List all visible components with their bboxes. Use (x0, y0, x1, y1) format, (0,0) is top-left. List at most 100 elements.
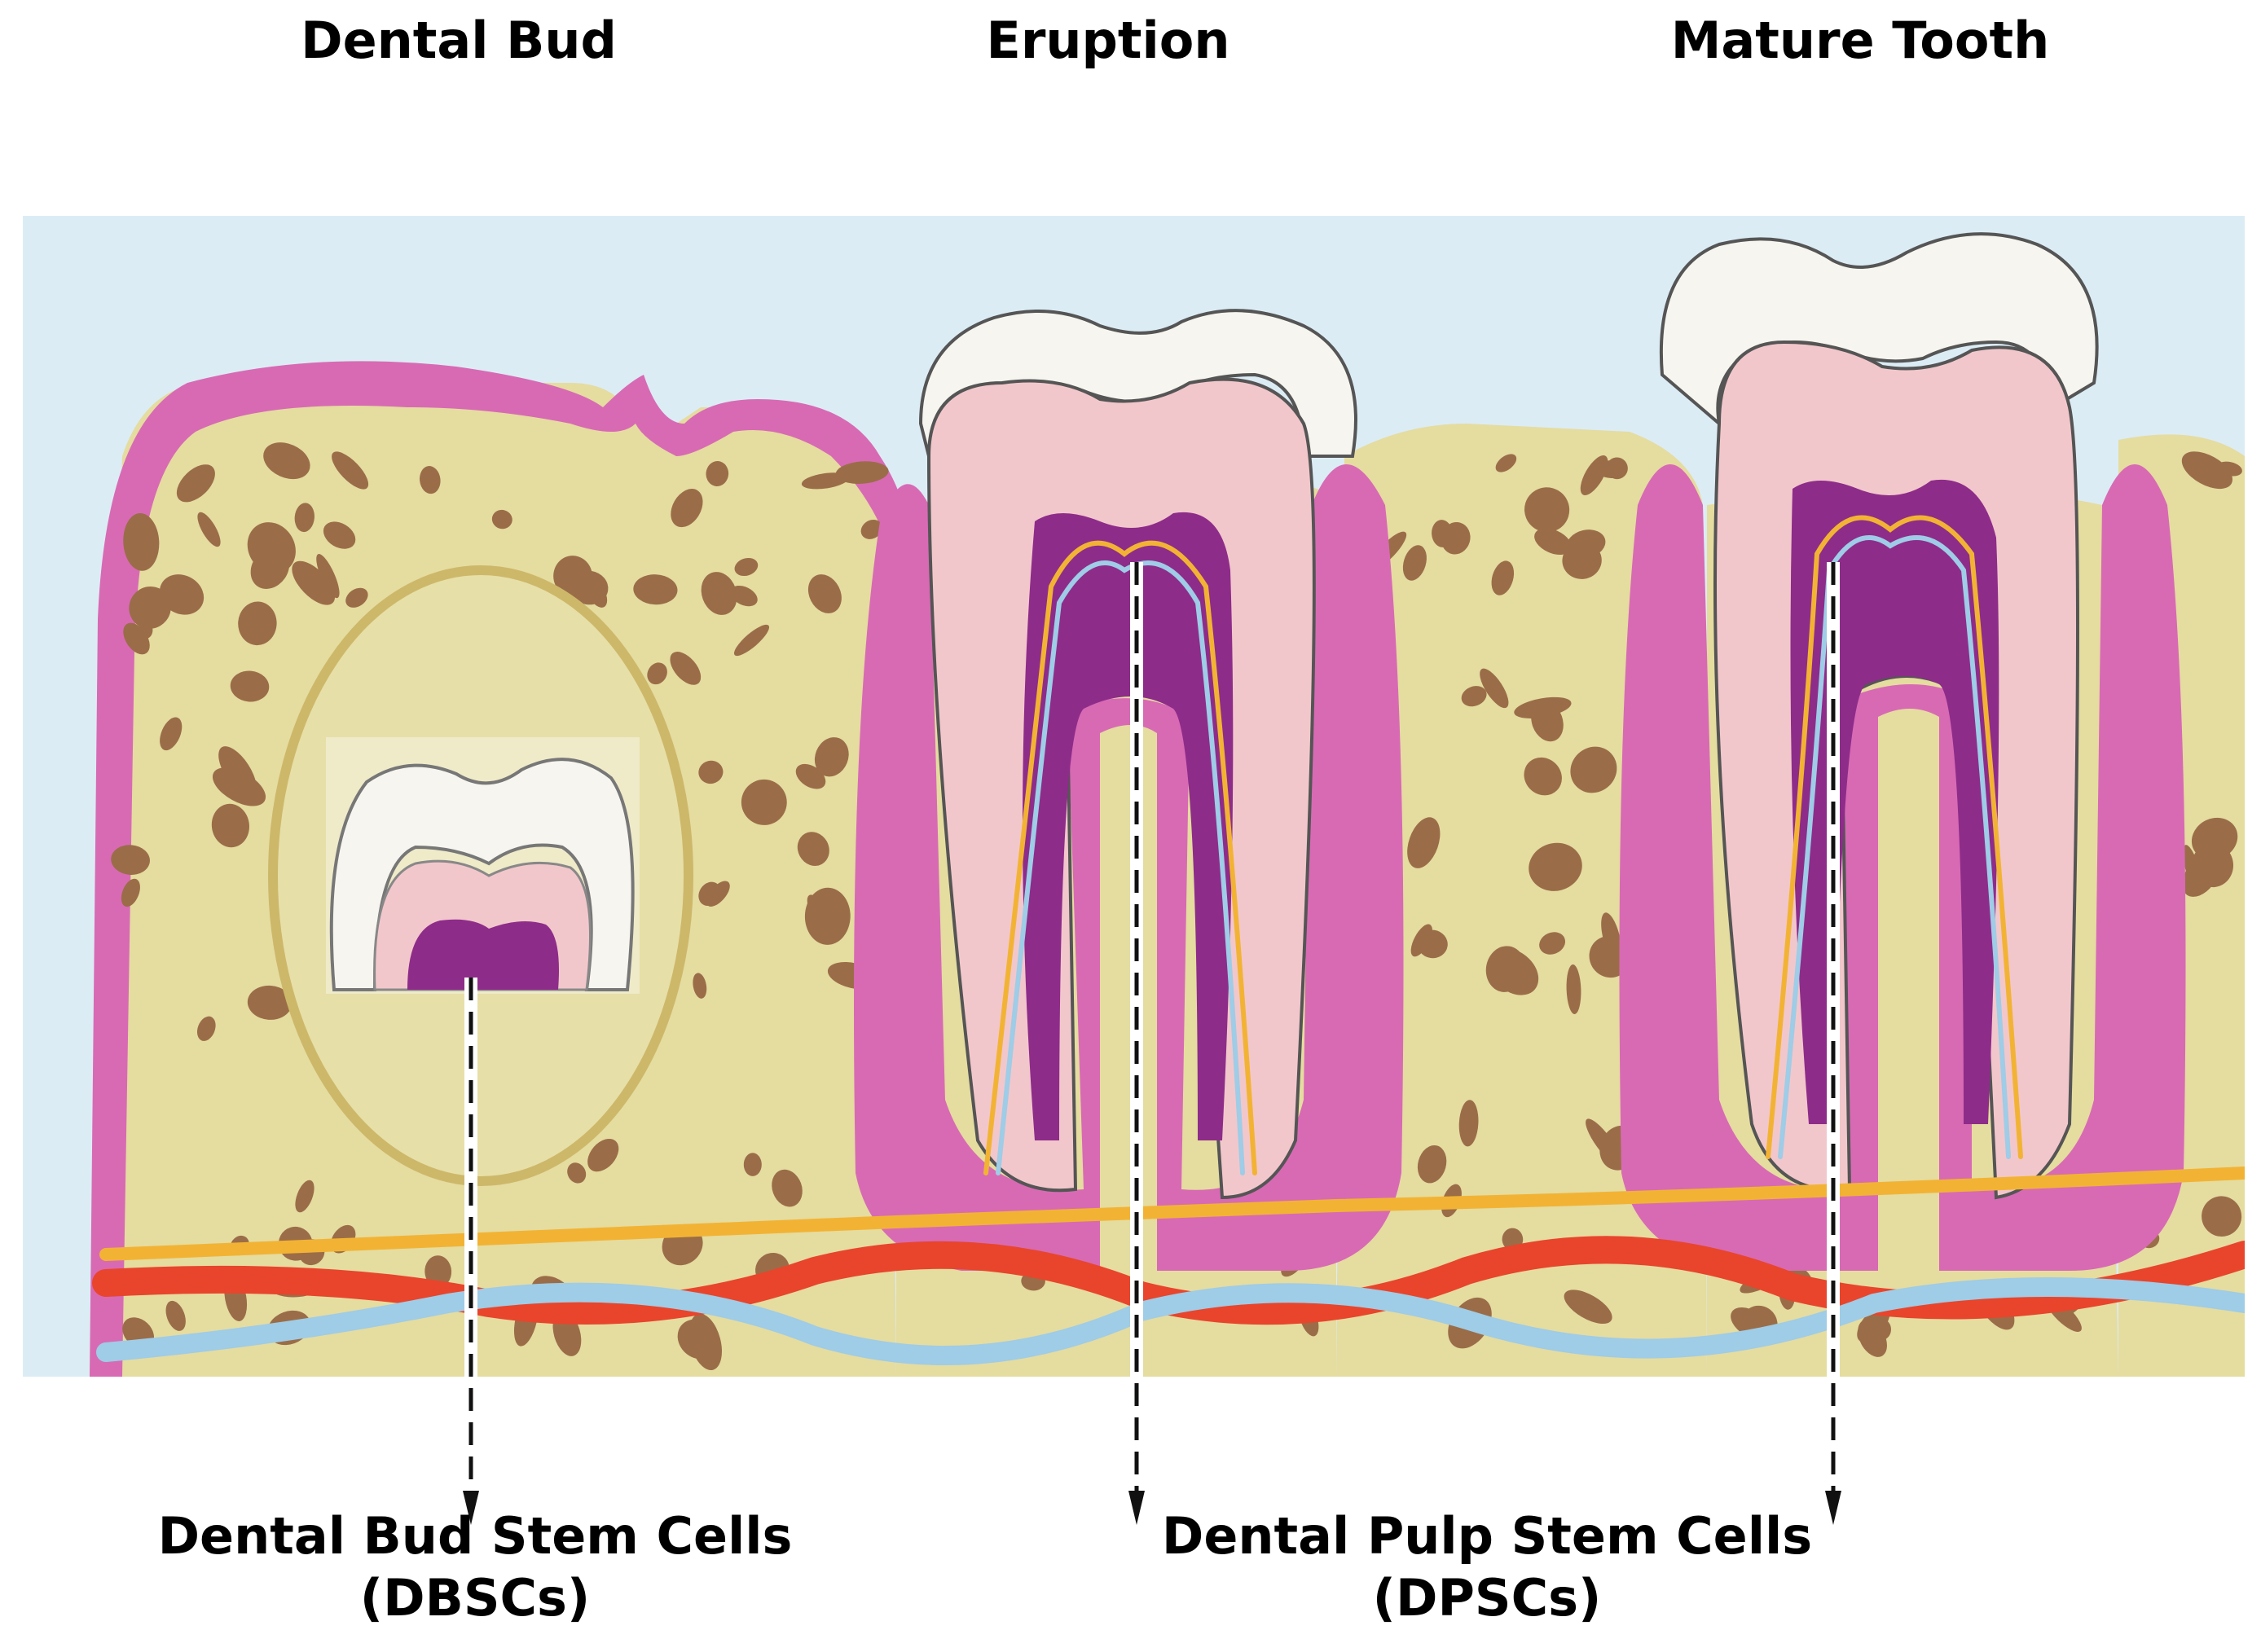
bone-pore (698, 881, 721, 906)
pointer-dbsc (463, 978, 479, 1525)
bone-pore (567, 1162, 587, 1184)
bone-pore (196, 1016, 216, 1041)
bone-pore (2181, 451, 2232, 490)
bone-pore (733, 624, 770, 657)
bone-pore (1441, 521, 1471, 555)
bone-pore (743, 1153, 762, 1176)
bone-pore (1485, 946, 1526, 992)
label-dpsc: Dental Pulp Stem Cells (DPSCs) (1162, 1505, 1812, 1629)
bone-pore (1461, 686, 1487, 707)
bone-pore (123, 513, 160, 571)
bone-pore (1562, 542, 1602, 579)
bone-pore (1458, 1100, 1479, 1147)
bone-pore (804, 887, 851, 945)
bone-pore (860, 519, 882, 539)
bone-pore (1529, 842, 1582, 891)
bone-pore (247, 522, 296, 574)
bone-pore (121, 878, 140, 907)
pointer-lines (463, 562, 1841, 1525)
bone-pore (701, 572, 737, 615)
bone-pore (2182, 855, 2219, 897)
bone-pore (111, 845, 150, 875)
bone-pore (197, 512, 221, 547)
bone-pore (1407, 817, 1441, 868)
bone-pore (814, 737, 849, 777)
bone-pore (1531, 701, 1564, 742)
bone-pore (1601, 912, 1621, 961)
bone-pore (1564, 1290, 1612, 1325)
bone-pore (316, 554, 340, 599)
bone-pore (160, 717, 183, 751)
bone-pore (797, 832, 829, 866)
bone-pore (807, 574, 842, 613)
bone-pore (211, 803, 249, 848)
bone-pore (332, 451, 369, 490)
eruption-pulp-vessels (983, 540, 1257, 1175)
bone-pore (772, 1169, 803, 1207)
bud-pulp (407, 919, 559, 990)
label-dpsc-abbr: (DPSCs) (1372, 1568, 1602, 1628)
eruption-gum (854, 464, 1404, 1271)
bone-pore (2191, 817, 2238, 860)
bone-pore (569, 570, 609, 605)
mature-pulp (1790, 479, 1999, 1124)
label-dbsc-abbr: (DBSCs) (359, 1568, 591, 1628)
bone-pore (1580, 455, 1608, 495)
bone-pore (734, 557, 759, 577)
bone-pore (218, 746, 257, 797)
bone-pore (1480, 668, 1509, 709)
mature-pulp-vessels (1766, 515, 2023, 1159)
stage-title-eruption: Eruption (986, 11, 1230, 70)
eruption-pulp-vessels-2 (996, 560, 1245, 1175)
bone-pore (670, 652, 702, 685)
bone-pore (1417, 929, 1448, 959)
bone-pore (345, 587, 368, 608)
eruption-pulp (1023, 512, 1234, 1140)
bone-pore (1570, 746, 1617, 793)
erupting-tooth (854, 309, 1404, 1271)
bone-pore (292, 560, 336, 605)
bone-pore (263, 442, 310, 480)
bone-pore (491, 509, 512, 529)
bone-pore (2202, 1196, 2242, 1237)
bone-pore (138, 621, 153, 639)
pointer-dpsc-mature (1825, 562, 1841, 1525)
bone-pore (129, 586, 171, 629)
bone-pore (295, 1180, 315, 1213)
dental-bud (268, 565, 693, 1186)
bone-pore (247, 985, 293, 1020)
bone-pore (176, 464, 215, 503)
label-dbsc-name: Dental Bud Stem Cells (157, 1506, 793, 1566)
bone-pore (677, 1319, 718, 1360)
bone-pore (230, 670, 270, 702)
bone-pore (587, 1138, 619, 1172)
bone-pore (1524, 487, 1570, 533)
bone-pore (633, 574, 678, 605)
bone-pore (420, 466, 441, 494)
bud-enamel (329, 758, 635, 991)
bone-pore (1534, 528, 1572, 556)
bone-pore (741, 779, 787, 825)
bone-pore (706, 461, 729, 486)
bone-pore (238, 601, 277, 646)
bone-pore (1524, 757, 1562, 796)
bone-pore (693, 973, 707, 999)
pointer-dpsc-eruption (1128, 562, 1145, 1525)
bone-pore (1491, 560, 1515, 595)
bone-pore (424, 1255, 452, 1288)
mature-pulp-vessels-2 (1778, 535, 2011, 1159)
bone-pore (1417, 1145, 1447, 1184)
bone-pore (165, 1300, 186, 1331)
bone-pore (323, 521, 356, 549)
bone-pore (671, 489, 703, 528)
bone-pore (1402, 545, 1427, 581)
stage-title-dental-bud: Dental Bud (301, 11, 617, 70)
stage-title-mature-tooth: Mature Tooth (1670, 11, 2050, 70)
bone-pore (647, 662, 667, 685)
bone-pore (1566, 964, 1581, 1014)
bone-pore (1539, 932, 1566, 955)
bone-pore (730, 585, 758, 607)
label-dpsc-name: Dental Pulp Stem Cells (1161, 1506, 1813, 1566)
